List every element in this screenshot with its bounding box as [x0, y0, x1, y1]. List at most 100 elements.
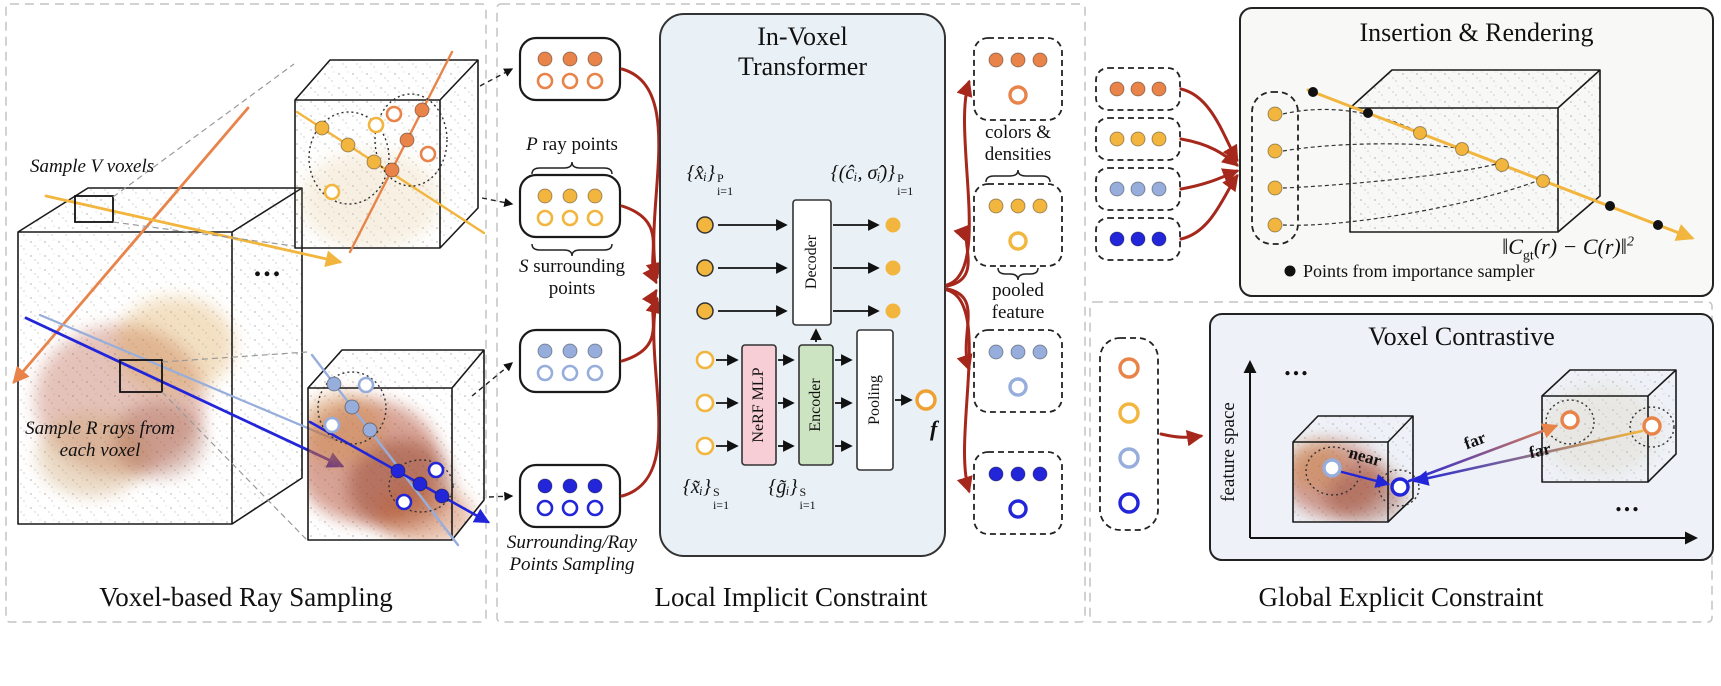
pooled-feature-f-label: f — [930, 416, 938, 441]
sample-box-lightblue — [518, 328, 622, 394]
in-voxel-transformer-box — [659, 13, 946, 557]
red-arrows-into-transformer — [620, 67, 662, 498]
zoom-connectors — [112, 63, 308, 541]
insertion-rendering-title: Insertion & Rendering — [1359, 18, 1594, 47]
insertion-rendering-panel — [1239, 7, 1714, 297]
output-box-yellow — [973, 169, 1063, 281]
sampling-label: Surrounding/Ray Points Sampling — [506, 532, 638, 575]
big-voxel-cube — [17, 187, 303, 525]
red-arrow-into-contrastive — [1159, 429, 1204, 447]
voxel-neighborhood-circle — [374, 93, 448, 187]
pooling-box — [856, 329, 894, 471]
sample-box-orange — [518, 36, 622, 102]
near-arrow — [1340, 470, 1391, 488]
colors-densities-label: colors & densities — [984, 122, 1052, 165]
encoder-label: Encoder — [807, 378, 824, 432]
zoom-cube-top — [294, 50, 486, 254]
zoom-to-box-arrows — [471, 68, 514, 501]
red-arrows-into-insertion — [1179, 87, 1240, 241]
feature-space-axis-label: feature space — [1218, 402, 1239, 502]
yellow-ray-points — [314, 116, 385, 201]
ray-point-input-dots — [696, 216, 714, 320]
voxel-contrastive-panel — [1209, 313, 1714, 561]
positive-feature-ring — [1390, 477, 1410, 497]
left-ellipsis: ... — [253, 250, 283, 283]
nerf-mlp-label: NeRF MLP — [750, 367, 767, 443]
far-arrow-2 — [1412, 429, 1644, 486]
output-box-lightblue — [973, 329, 1063, 413]
voxel-neighborhood-circle — [317, 371, 387, 445]
voxel-contrastive-title: Voxel Contrastive — [1368, 322, 1555, 351]
sample-rays-label: Sample R rays from each voxel — [25, 418, 175, 461]
negative-feature-ring — [1560, 410, 1580, 430]
nerf-mlp-box — [741, 344, 777, 466]
sample-voxels-label: Sample V voxels — [30, 156, 155, 177]
sampled-rays — [12, 106, 345, 468]
voxel-highlight-boxes — [74, 195, 163, 393]
contrastive-ellipsis-2: ... — [1615, 488, 1641, 517]
insertion-cube — [1349, 69, 1601, 233]
underbrace-surrounding-points — [531, 243, 613, 257]
contrastive-ellipsis-1: ... — [1284, 352, 1310, 381]
lightblue-ray — [38, 313, 338, 442]
inserted-feature-box — [1251, 91, 1299, 245]
transformer-title: In-Voxel Transformer — [737, 22, 868, 81]
underbrace-pooled-feature — [997, 267, 1039, 281]
feature-space-axes — [1243, 360, 1698, 545]
orange-ray — [12, 106, 250, 384]
blue-ray — [24, 316, 345, 468]
overbrace-ray-points — [531, 161, 613, 175]
inserted-feature-dots — [1267, 106, 1283, 233]
transformer-arrows — [716, 219, 913, 452]
pooling-label: Pooling — [866, 375, 883, 425]
pooled-feature-column — [1099, 337, 1159, 531]
voxel-box-top — [74, 195, 114, 223]
lightblue-ray-points — [323, 376, 378, 438]
far-arrow-1 — [1407, 423, 1559, 483]
overbrace-colors-densities — [985, 169, 1051, 183]
encoder-box — [798, 344, 834, 466]
blue-ray-points — [390, 461, 450, 511]
right-panel-border — [1089, 301, 1713, 623]
contrastive-cube-right — [1541, 369, 1677, 483]
ray-sample-dots — [1413, 126, 1550, 188]
rendering-loss-formula: ‖Cgt(r) − C(r)‖2 — [1502, 234, 1634, 264]
voxel-neighborhood-circle — [308, 111, 390, 205]
caption-voxel-ray-sampling: Voxel-based Ray Sampling — [99, 582, 393, 612]
pooled-feature-ring — [915, 389, 937, 411]
yellow-ray — [44, 194, 343, 268]
p-ray-points-label: P ray points — [526, 134, 618, 155]
importance-sample-dots — [1308, 87, 1663, 230]
orange-ray-points — [384, 102, 437, 178]
legend-dot-icon — [1284, 265, 1296, 277]
caption-local-implicit-constraint: Local Implicit Constraint — [654, 582, 928, 612]
middle-panel-border — [496, 3, 1086, 623]
s-surrounding-points-label: S surrounding points — [518, 256, 626, 299]
decoder-label: Decoder — [803, 234, 820, 290]
zoom-cube-bottom — [307, 349, 491, 547]
panel-borders — [5, 3, 1713, 623]
voxel-neighborhood-circle — [388, 459, 454, 513]
contrastive-cube-left — [1292, 415, 1420, 523]
pooled-feature-label: pooled feature — [991, 280, 1045, 323]
output-box-blue — [973, 451, 1063, 535]
decoder-output-dots — [885, 217, 901, 319]
caption-global-explicit-constraint: Global Explicit Constraint — [1258, 582, 1544, 612]
sample-box-blue — [518, 463, 622, 529]
negative-feature-ring — [1642, 416, 1662, 436]
legend-label: Points from importance sampler — [1303, 261, 1535, 281]
decoder-box — [792, 199, 832, 326]
anchor-feature-ring — [1322, 458, 1342, 478]
red-arrows-out-of-transformer — [945, 79, 973, 494]
color-density-boxes — [1095, 67, 1181, 261]
surrounding-point-input-rings — [695, 350, 715, 456]
output-box-orange — [973, 37, 1063, 121]
voxel-box-bottom — [119, 359, 163, 393]
left-panel-border — [5, 3, 487, 623]
